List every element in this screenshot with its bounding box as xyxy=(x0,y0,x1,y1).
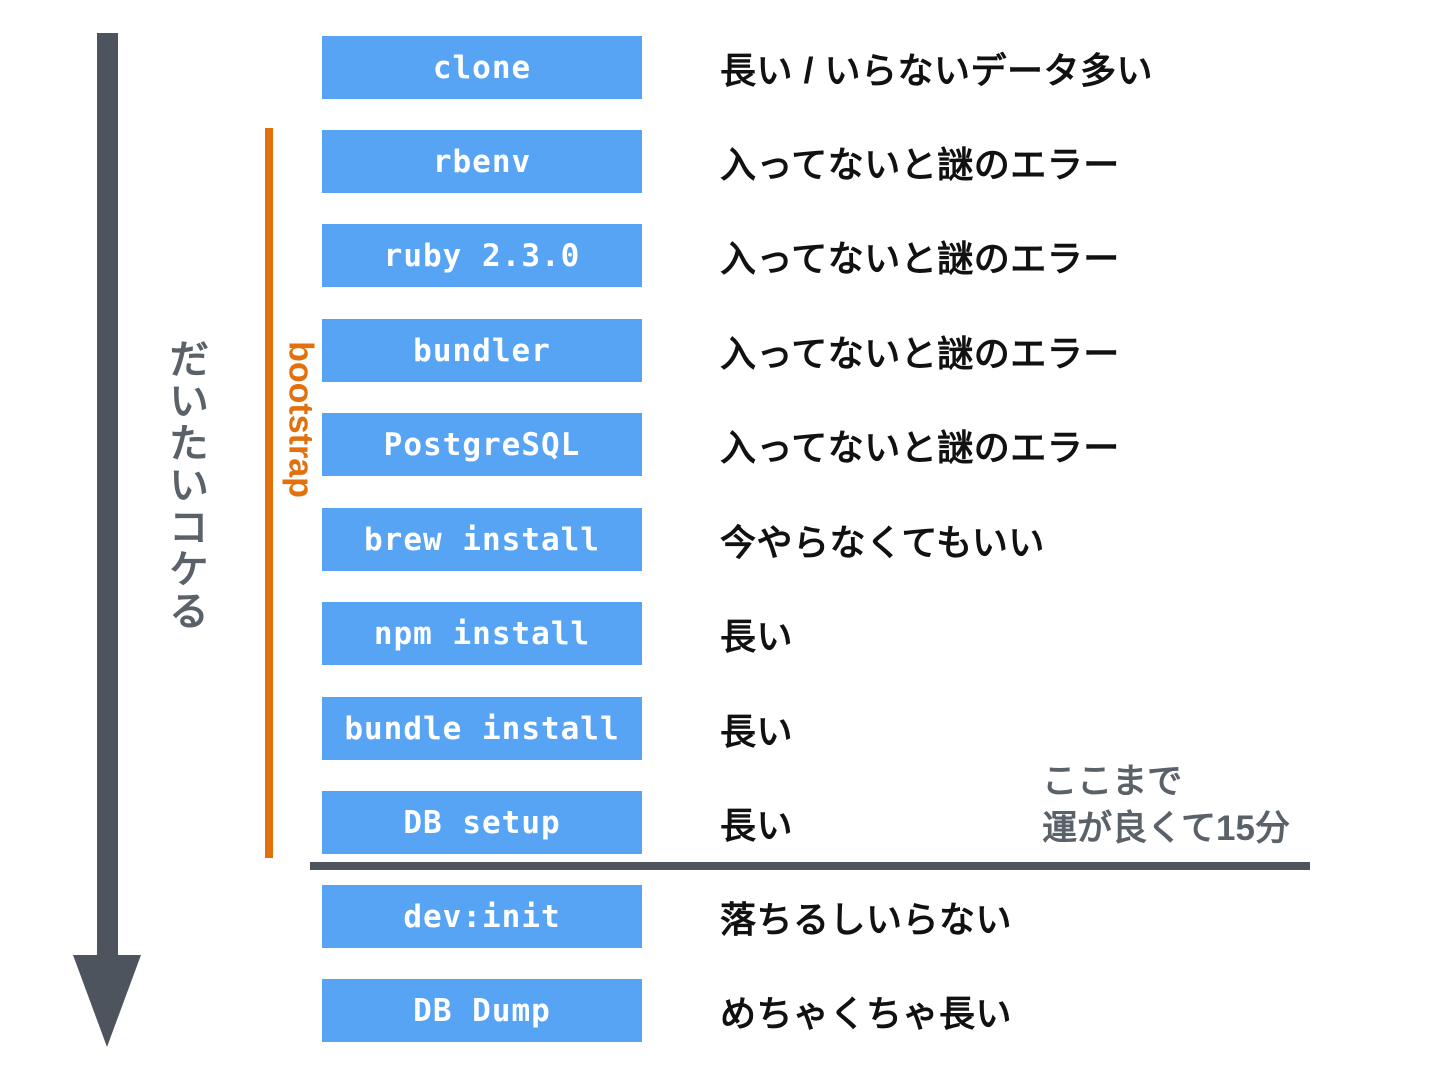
progression-arrow-shaft xyxy=(97,33,118,958)
step-note: 入ってないと謎のエラー xyxy=(720,332,1120,374)
step-note: 入ってないと謎のエラー xyxy=(720,237,1120,279)
command-box[interactable]: bundle install xyxy=(322,697,642,760)
command-label: dev:init xyxy=(403,898,561,935)
command-label: bundler xyxy=(413,332,551,369)
step-row: npm install 長い xyxy=(322,602,1322,665)
command-box[interactable]: npm install xyxy=(322,602,642,665)
step-note: 入ってないと謎のエラー xyxy=(720,143,1120,185)
command-box[interactable]: bundler xyxy=(322,319,642,382)
step-note: 長い / いらないデータ多い xyxy=(720,49,1154,91)
step-row: bundler 入ってないと謎のエラー xyxy=(322,319,1322,382)
command-box[interactable]: dev:init xyxy=(322,885,642,948)
progression-arrow-head-icon xyxy=(73,955,141,1047)
command-label: DB Dump xyxy=(413,992,551,1029)
step-note: 長い xyxy=(720,615,794,657)
step-note: 長い xyxy=(720,710,794,752)
step-row: clone 長い / いらないデータ多い xyxy=(322,36,1322,99)
command-box[interactable]: DB setup xyxy=(322,791,642,854)
command-label: brew install xyxy=(364,521,600,558)
step-note: めちゃくちゃ長い xyxy=(720,992,1013,1034)
command-label: clone xyxy=(432,49,532,86)
step-row: bundle install 長い xyxy=(322,697,1322,760)
step-row: rbenv 入ってないと謎のエラー xyxy=(322,130,1322,193)
bootstrap-bracket-rule xyxy=(265,128,273,858)
step-note: 入ってないと謎のエラー xyxy=(720,426,1120,468)
step-row: brew install 今やらなくてもいい xyxy=(322,508,1322,571)
command-label: ruby 2.3.0 xyxy=(383,237,581,274)
timing-note: ここまで 運が良くて15分 xyxy=(1042,758,1290,853)
command-label: PostgreSQL xyxy=(383,426,581,463)
bootstrap-bracket-label: bootstrap xyxy=(281,341,320,498)
timing-note-line2: 運が良くて15分 xyxy=(1042,809,1290,849)
command-box[interactable]: rbenv xyxy=(322,130,642,193)
step-row: DB Dump めちゃくちゃ長い xyxy=(322,979,1322,1042)
command-label: rbenv xyxy=(432,143,532,180)
step-row: dev:init 落ちるしいらない xyxy=(322,885,1322,948)
command-box[interactable]: clone xyxy=(322,36,642,99)
step-row: PostgreSQL 入ってないと謎のエラー xyxy=(322,413,1322,476)
command-label: bundle install xyxy=(344,710,620,747)
command-box[interactable]: PostgreSQL xyxy=(322,413,642,476)
command-label: DB setup xyxy=(403,804,561,841)
timing-note-line1: ここまで xyxy=(1042,762,1183,801)
command-box[interactable]: DB Dump xyxy=(322,979,642,1042)
step-row: DB setup 長い xyxy=(322,791,1322,854)
command-box[interactable]: brew install xyxy=(322,508,642,571)
step-note: 落ちるしいらない xyxy=(720,898,1013,940)
step-note: 長い xyxy=(720,804,794,846)
section-divider xyxy=(310,862,1310,870)
command-box[interactable]: ruby 2.3.0 xyxy=(322,224,642,287)
step-row: ruby 2.3.0 入ってないと謎のエラー xyxy=(322,224,1322,287)
step-note: 今やらなくてもいい xyxy=(720,521,1045,563)
vertical-caption-label: だいたいコケる xyxy=(163,338,207,632)
command-label: npm install xyxy=(373,615,591,652)
